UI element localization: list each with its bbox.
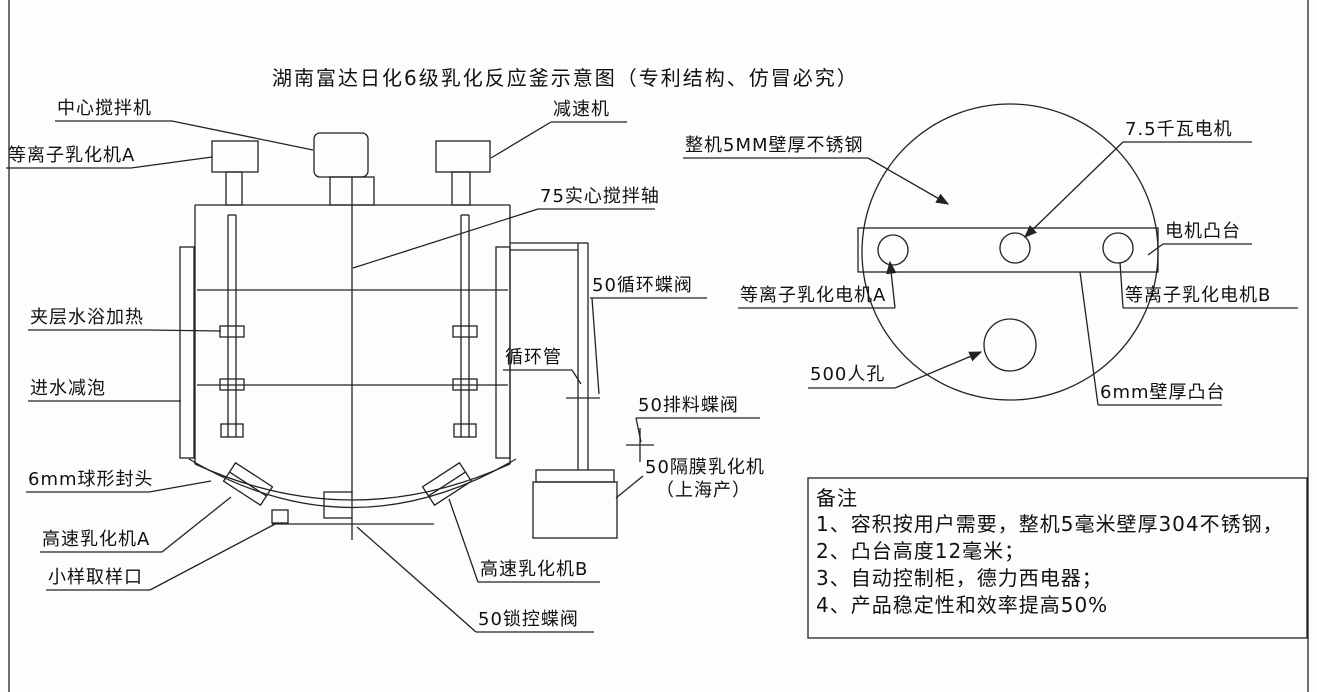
note-item-2: 2、凸台高度12毫米； — [816, 539, 1026, 563]
plasma-emulsifier-a-drawing — [211, 140, 259, 206]
label-discharge-valve: 50排料蝶阀 — [638, 395, 739, 416]
label-shell-thickness: 整机5MM壁厚不锈钢 — [685, 135, 864, 156]
high-speed-emulsifier-b-drawing — [421, 461, 473, 507]
label-circulation-valve: 50循环蝶阀 — [592, 275, 693, 296]
top-view-drawing — [857, 103, 1159, 401]
label-reducer: 减速机 — [553, 99, 610, 120]
center-mixer-drawing — [313, 132, 375, 206]
circulation-pipe-drawing — [510, 242, 600, 470]
label-plasma-motor-b: 等离子乳化电机B — [1125, 285, 1272, 306]
label-jacket-heating: 夹层水浴加热 — [30, 307, 144, 328]
notes-box-border — [807, 477, 1308, 639]
label-water-inlet-defoam: 进水减泡 — [30, 378, 106, 399]
label-diaphragm-emulsifier: 50隔膜乳化机 — [645, 457, 765, 478]
label-wall-boss: 6mm壁厚凸台 — [1100, 382, 1226, 403]
label-high-speed-emulsifier-a: 高速乳化机A — [42, 529, 151, 550]
top-view-leader-lines — [683, 141, 1298, 406]
note-item-1: 1、容积按用户需要，整机5毫米壁厚304不锈钢， — [816, 512, 1284, 536]
side-view-leader-lines — [6, 120, 760, 633]
label-plasma-motor-a: 等离子乳化电机A — [740, 285, 887, 306]
label-motor-boss: 电机凸台 — [1165, 221, 1241, 242]
label-spherical-head: 6mm球形封头 — [28, 469, 154, 490]
note-item-3: 3、自动控制柜，德力西电器； — [816, 566, 1103, 590]
note-item-4: 4、产品稳定性和效率提高50% — [816, 593, 1109, 617]
label-high-speed-emulsifier-b: 高速乳化机B — [480, 559, 589, 580]
reducer-drawing — [435, 140, 491, 206]
high-speed-emulsifier-a-drawing — [222, 461, 274, 507]
label-solid-shaft: 75实心搅拌轴 — [540, 186, 660, 207]
label-plasma-emulsifier-a: 等离子乳化机A — [8, 145, 136, 166]
label-sample-port: 小样取样口 — [48, 567, 143, 588]
discharge-valve-drawing — [626, 428, 654, 462]
label-circulation-pipe: 循环管 — [505, 347, 562, 368]
bottom-outlet-drawing — [271, 491, 434, 540]
label-diaphragm-emulsifier-origin: （上海产） — [656, 480, 751, 501]
page-border-lines — [8, 0, 1309, 692]
label-center-mixer: 中心搅拌机 — [57, 98, 152, 119]
diaphragm-emulsifier-drawing — [532, 469, 618, 539]
label-manhole: 500人孔 — [810, 364, 886, 385]
label-lock-valve: 50锁控蝶阀 — [478, 609, 579, 630]
page-title: 湖南富达日化6级乳化反应釜示意图（专利结构、仿冒必究） — [272, 66, 859, 90]
label-motor-power: 7.5千瓦电机 — [1125, 119, 1233, 140]
vessel-body-drawing — [179, 177, 517, 509]
notes-heading: 备注 — [816, 486, 858, 510]
